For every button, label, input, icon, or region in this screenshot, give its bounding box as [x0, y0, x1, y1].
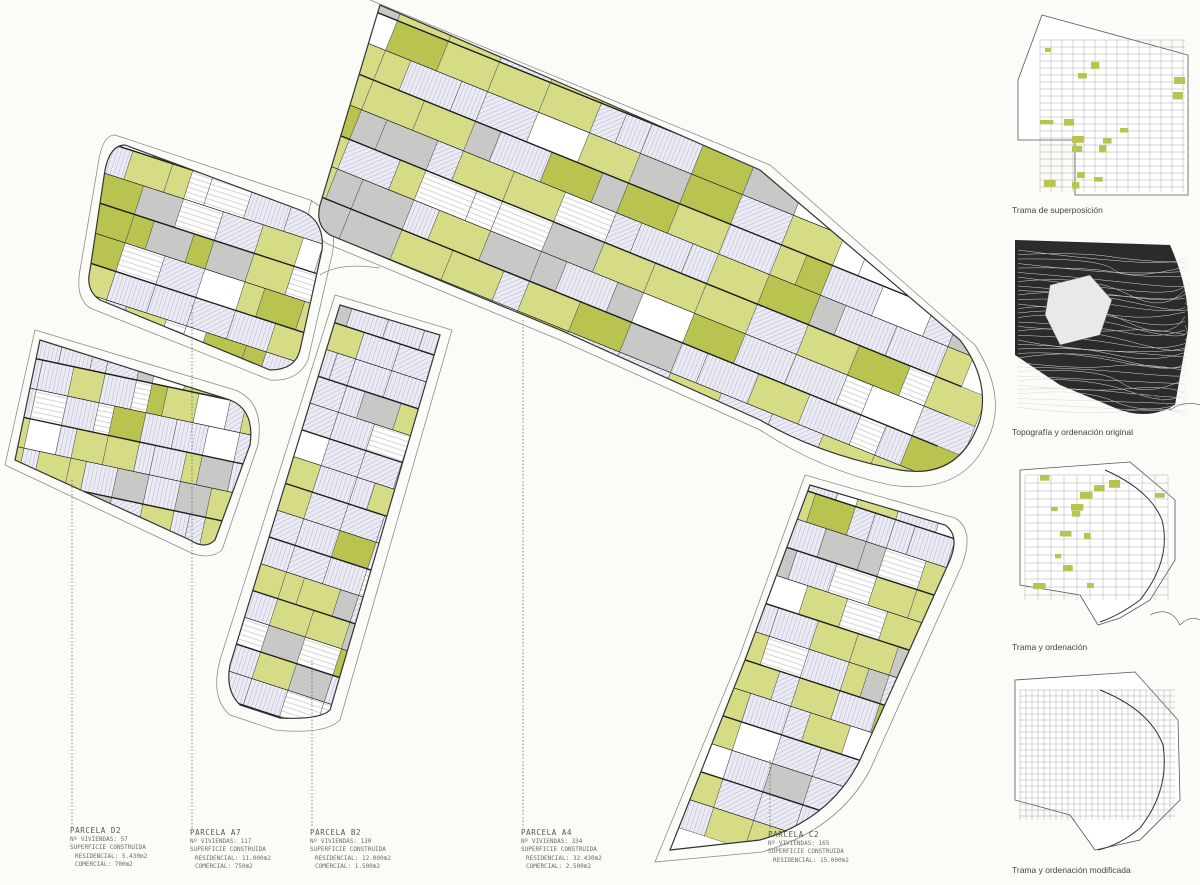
parcel-line: SUPERFICIE CONSTRUIDA	[768, 848, 844, 856]
parcel-line: Nº VIVIENDAS: 117	[190, 837, 252, 845]
parcel-line: COMERCIAL: 750m2	[195, 863, 253, 871]
parcel-line: RESIDENCIAL: 12.000m2	[315, 854, 391, 862]
thumb-topografia	[1015, 240, 1200, 416]
leader-lines	[71, 305, 771, 830]
parcel-c2	[670, 485, 954, 850]
parcel-label-a4: PARCELA A4 Nº VIVIENDAS: 334 SUPERFICIE …	[521, 828, 602, 872]
parcel-line: RESIDENCIAL: 15.000m2	[773, 856, 849, 864]
parcel-line: Nº VIVIENDAS: 165	[768, 839, 830, 847]
parcel-line: Nº VIVIENDAS: 130	[310, 837, 372, 845]
parcel-line: COMERCIAL: 2.500m2	[526, 863, 592, 871]
parcel-label-c2: PARCELA C2 Nº VIVIENDAS: 165 SUPERFICIE …	[768, 830, 849, 865]
parcel-title: PARCELA D2	[70, 826, 122, 835]
thumb-trama	[1019, 461, 1200, 626]
parcel-label-d2: PARCELA D2 Nº VIVIENDAS: 57 SUPERFICIE C…	[70, 826, 148, 870]
parcel-line: Nº VIVIENDAS: 57	[70, 835, 128, 843]
parcel-line: SUPERFICIE CONSTRUIDA	[310, 846, 386, 854]
caption-topografia: Topografía y ordenación original	[1012, 427, 1133, 437]
thumb-modificada	[1014, 671, 1181, 851]
parcel-title: PARCELA B2	[310, 828, 362, 837]
parcel-line: RESIDENCIAL: 5.430m2	[75, 852, 148, 860]
parcel-title: PARCELA A7	[190, 828, 242, 837]
caption-superposicion: Trama de superposición	[1012, 205, 1103, 215]
parcel-title: PARCELA C2	[768, 830, 820, 839]
thumb-superposicion	[1017, 14, 1189, 196]
parcel-title: PARCELA A4	[521, 828, 573, 837]
parcel-line: SUPERFICIE CONSTRUIDA	[521, 846, 597, 854]
parcel-line: Nº VIVIENDAS: 334	[521, 837, 583, 845]
parcel-line: SUPERFICIE CONSTRUIDA	[70, 844, 146, 852]
parcel-label-a7: PARCELA A7 Nº VIVIENDAS: 117 SUPERFICIE …	[190, 828, 271, 872]
parcel-line: RESIDENCIAL: 32.430m2	[526, 854, 602, 862]
caption-modificada: Trama y ordenación modificada	[1012, 865, 1131, 875]
parcel-label-b2: PARCELA B2 Nº VIVIENDAS: 130 SUPERFICIE …	[310, 828, 391, 872]
parcel-line: SUPERFICIE CONSTRUIDA	[190, 846, 266, 854]
parcel-line: COMERCIAL: 1.500m2	[315, 863, 381, 871]
parcel-line: RESIDENCIAL: 11.000m2	[195, 854, 271, 862]
caption-trama: Trama y ordenación	[1012, 642, 1088, 652]
parcel-line: COMERCIAL: 700m2	[75, 861, 133, 869]
